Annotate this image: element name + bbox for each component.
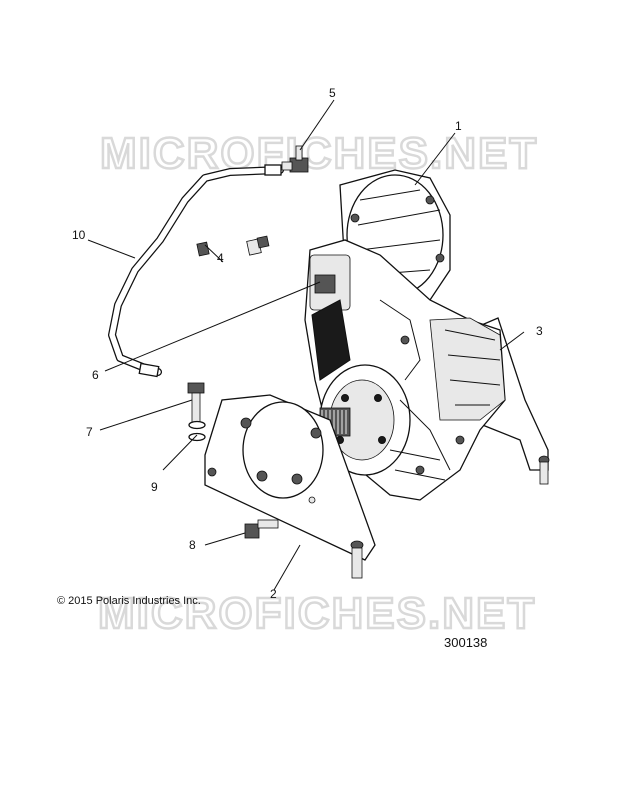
callout-7: 7 — [86, 425, 93, 439]
leader-lines — [87, 99, 525, 591]
part-4-connector — [196, 241, 210, 257]
part-2-lower-mount-bracket — [204, 394, 376, 579]
callout-8: 8 — [189, 538, 196, 552]
watermark-top: MICROFICHES.NET — [100, 129, 538, 178]
callout-5: 5 — [329, 86, 336, 100]
watermark-bottom: MICROFICHES.NET — [98, 589, 536, 638]
callout-1: 1 — [455, 119, 462, 133]
part-1-gearcase-assembly — [304, 169, 506, 501]
part-7-bolt — [187, 382, 205, 424]
diagram-part-number: 300138 — [444, 635, 487, 650]
part-10-vent-hose — [108, 164, 284, 378]
part-6-fitting — [246, 235, 270, 256]
callout-2: 2 — [270, 587, 277, 601]
part-8-bolt — [244, 519, 279, 539]
callout-6: 6 — [92, 368, 99, 382]
callout-9: 9 — [151, 480, 158, 494]
callout-3: 3 — [536, 324, 543, 338]
callout-4: 4 — [217, 251, 224, 265]
part-9-washers — [188, 420, 206, 442]
part-5-vent-fitting — [281, 145, 309, 173]
callout-10: 10 — [72, 228, 86, 242]
copyright-notice: © 2015 Polaris Industries Inc. — [57, 595, 201, 607]
